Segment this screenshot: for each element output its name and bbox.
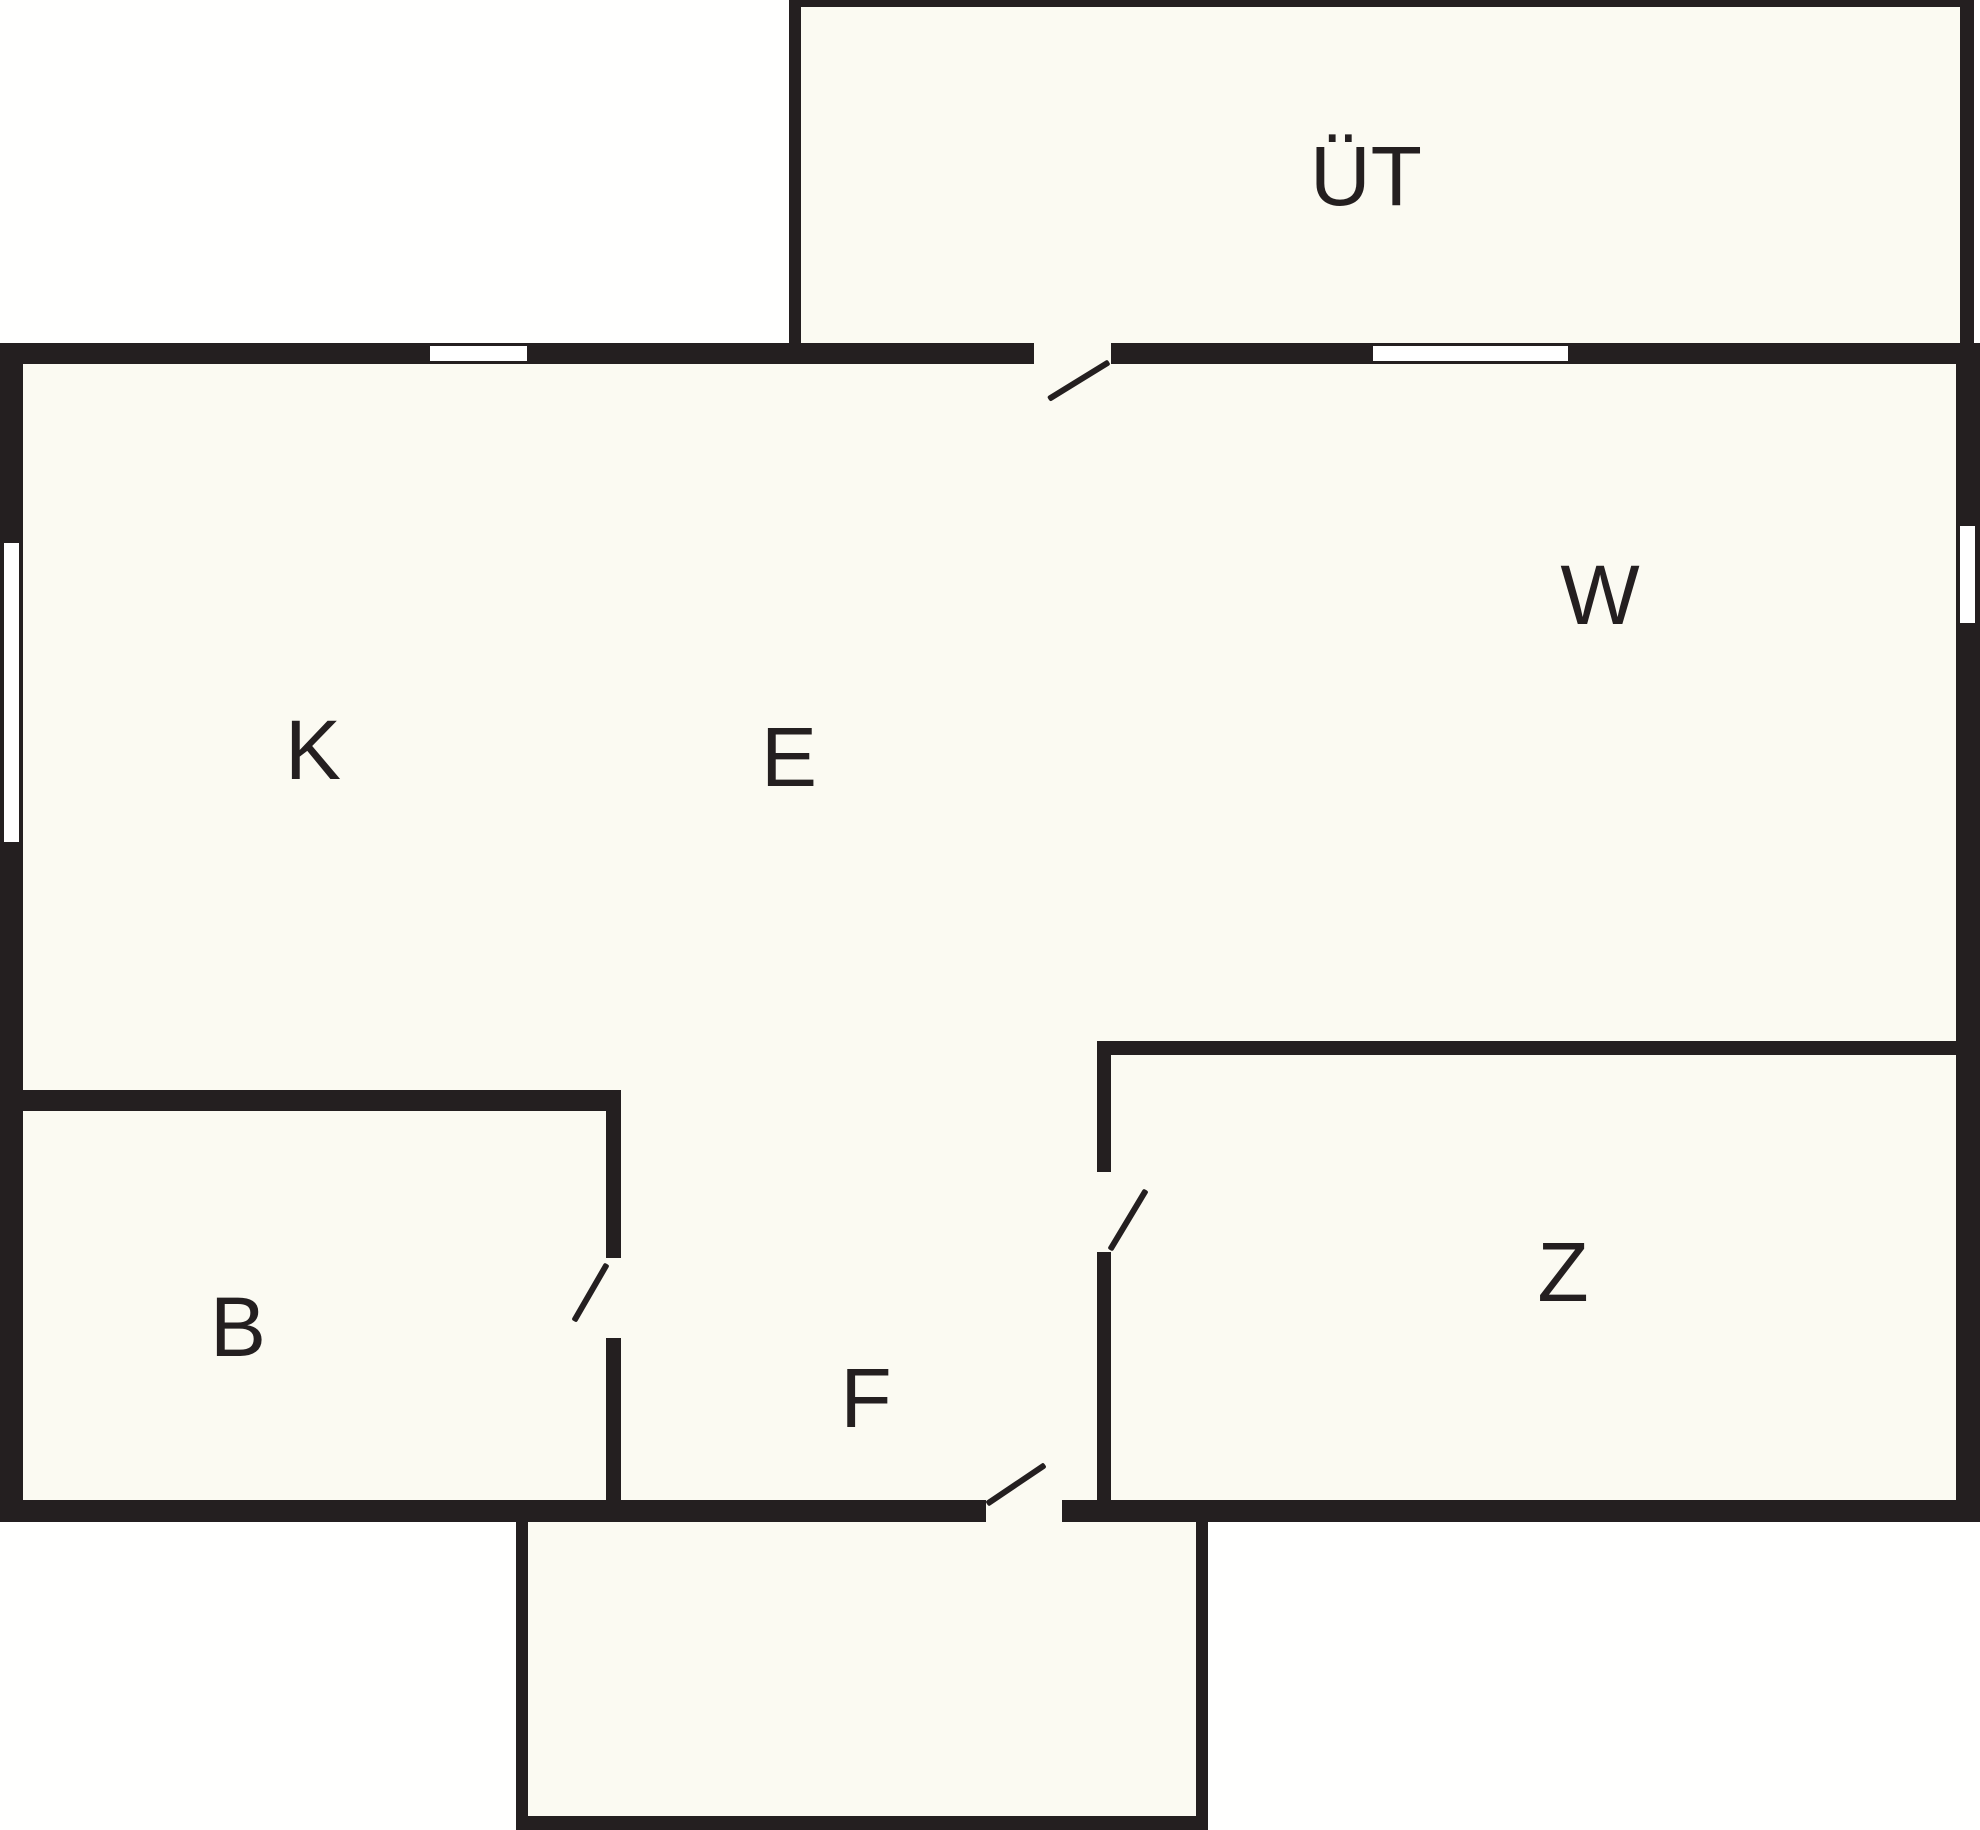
wall-room-b-right-lower xyxy=(606,1338,621,1522)
wall-lower-room-left xyxy=(516,1522,528,1830)
wall-outer-left xyxy=(0,343,23,1522)
wall-outer-top xyxy=(0,343,1980,364)
wall-lower-room-bottom xyxy=(516,1816,1208,1830)
door-opening-ut xyxy=(1034,343,1111,364)
room-label-b: B xyxy=(209,1280,267,1374)
room-label-w: W xyxy=(1560,548,1640,642)
floor-area-lower xyxy=(528,1522,1196,1816)
wall-room-b-right-upper xyxy=(606,1111,621,1258)
window-top-right xyxy=(1373,346,1568,361)
room-label-f: F xyxy=(840,1351,892,1445)
wall-outer-right xyxy=(1956,343,1980,1522)
room-label-ut: ÜT xyxy=(1310,129,1422,223)
wall-ut-right xyxy=(1960,0,1974,343)
wall-room-b-top xyxy=(0,1090,621,1111)
window-left-wall xyxy=(4,543,19,842)
door-opening-f xyxy=(986,1500,1062,1522)
wall-room-z-left-lower xyxy=(1097,1252,1111,1500)
room-label-k: K xyxy=(284,703,342,797)
floor-area-main xyxy=(23,364,1956,1500)
room-label-e: E xyxy=(760,710,818,804)
window-right-wall xyxy=(1960,526,1975,623)
room-label-z: Z xyxy=(1537,1225,1589,1319)
wall-ut-top xyxy=(789,0,1974,7)
window-top-left xyxy=(430,346,527,361)
wall-room-z-top xyxy=(1097,1041,1956,1055)
floor-area-ut xyxy=(801,6,1960,343)
wall-room-z-left-upper xyxy=(1097,1055,1111,1172)
wall-ut-left xyxy=(789,0,801,343)
wall-lower-room-right xyxy=(1196,1522,1208,1830)
